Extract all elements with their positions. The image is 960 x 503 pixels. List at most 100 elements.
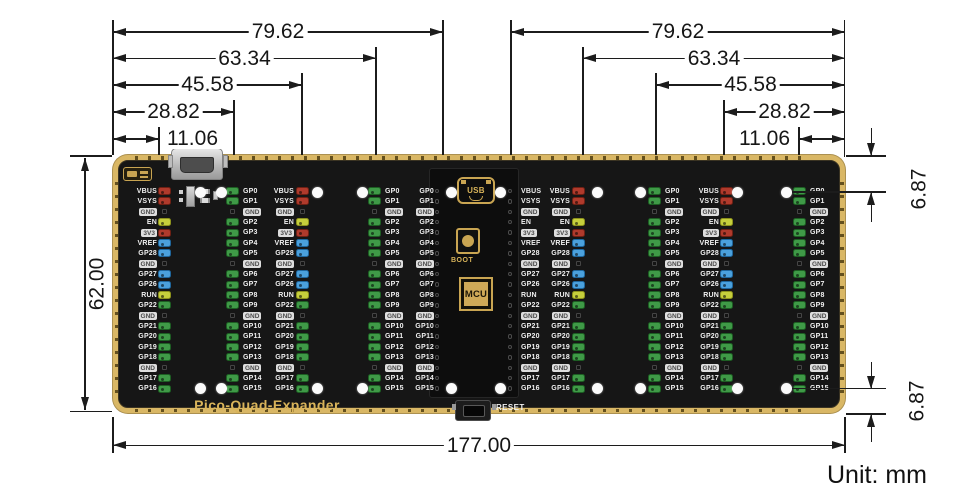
pin-label-GP19: GP19 bbox=[275, 343, 294, 351]
dimension-arrow bbox=[113, 134, 126, 143]
dimension-label: 79.62 bbox=[648, 21, 708, 42]
pin-label-GP20: GP20 bbox=[138, 333, 157, 341]
dimension-line bbox=[158, 127, 160, 155]
pin-label-GP7: GP7 bbox=[243, 281, 258, 289]
socket-hole bbox=[507, 209, 513, 214]
pin-GP12 bbox=[648, 343, 661, 351]
pin-GP20 bbox=[720, 332, 733, 341]
pin-label-GP15: GP15 bbox=[243, 385, 262, 393]
socket-hole bbox=[507, 313, 513, 318]
pin-RUN bbox=[572, 291, 585, 299]
dimension-label: 11.06 bbox=[736, 128, 793, 149]
pin-GP9 bbox=[648, 301, 661, 310]
pin-label-3V3: 3V3 bbox=[521, 228, 537, 238]
pin-GND bbox=[372, 313, 377, 319]
pin-label-VSYS: VSYS bbox=[521, 197, 541, 205]
pin-GP12 bbox=[226, 343, 239, 351]
pin-GP10 bbox=[648, 322, 661, 331]
pin-label-GP21: GP21 bbox=[138, 322, 157, 330]
pin-label-GP9: GP9 bbox=[419, 301, 434, 309]
pin-GP20 bbox=[572, 332, 585, 341]
usb-footprint: USB bbox=[457, 177, 495, 204]
pin-GP3 bbox=[648, 228, 661, 237]
pin-GP7 bbox=[793, 280, 806, 289]
pin-GP10 bbox=[793, 322, 806, 331]
pin-label-GND: GND bbox=[521, 363, 540, 373]
pin-GP3 bbox=[793, 228, 806, 237]
pin-label-GP18: GP18 bbox=[275, 353, 294, 361]
pin-GP13 bbox=[793, 353, 806, 362]
dimension-arrow bbox=[80, 158, 89, 171]
pin-label-GP4: GP4 bbox=[665, 239, 680, 247]
micro-usb-connector bbox=[168, 148, 228, 180]
pin-label-GND: GND bbox=[665, 259, 684, 269]
pin-label-EN: EN bbox=[283, 218, 294, 226]
dimension-line bbox=[375, 46, 377, 155]
pin-GP21 bbox=[296, 322, 309, 331]
pin-GND bbox=[230, 365, 235, 371]
pin-label-GP11: GP11 bbox=[665, 333, 684, 341]
pin-label-VBUS: VBUS bbox=[273, 187, 294, 195]
pin-label-GP27: GP27 bbox=[521, 270, 540, 278]
pin-label-3V3: 3V3 bbox=[141, 228, 157, 238]
pin-GND bbox=[724, 365, 729, 371]
pin-GND bbox=[300, 209, 305, 215]
pin-label-GND: GND bbox=[385, 259, 404, 269]
dimension-arrow bbox=[832, 54, 845, 62]
dimension-label: 28.82 bbox=[144, 101, 203, 122]
socket-hole bbox=[434, 230, 440, 235]
pin-GP14 bbox=[368, 374, 381, 383]
pin-GP19 bbox=[158, 343, 171, 351]
pin-label-GP20: GP20 bbox=[521, 333, 540, 341]
pin-label-GND: GND bbox=[700, 311, 719, 321]
pin-label-GP8: GP8 bbox=[810, 291, 825, 299]
pin-GND bbox=[652, 365, 657, 371]
pin-GP28 bbox=[572, 249, 585, 258]
dimension-line bbox=[113, 138, 159, 140]
pin-label-VSYS: VSYS bbox=[137, 197, 157, 205]
pin-label-VBUS: VBUS bbox=[521, 187, 542, 195]
dimension-arrow bbox=[430, 27, 443, 36]
pin-label-GND: GND bbox=[521, 311, 540, 321]
pin-label-GND: GND bbox=[275, 207, 294, 217]
dimension-arrow bbox=[113, 27, 126, 36]
pin-label-GP1: GP1 bbox=[810, 197, 825, 205]
pin-GP18 bbox=[158, 353, 171, 362]
pin-GP5 bbox=[226, 249, 239, 258]
mounting-hole bbox=[194, 383, 206, 394]
socket-hole bbox=[434, 313, 440, 318]
pin-label-GP19: GP19 bbox=[700, 343, 719, 351]
dimension-arrow bbox=[832, 27, 845, 36]
pin-GP22 bbox=[158, 301, 171, 310]
pin-label-RUN: RUN bbox=[554, 291, 570, 299]
pin-label-GND: GND bbox=[275, 363, 294, 373]
dimension-arrow bbox=[80, 397, 89, 410]
pin-label-GP28: GP28 bbox=[138, 249, 157, 257]
dimension-arrow bbox=[289, 80, 302, 89]
pin-label-GP19: GP19 bbox=[138, 343, 157, 351]
pin-label-GP27: GP27 bbox=[275, 270, 294, 278]
pin-label-GP2: GP2 bbox=[385, 218, 400, 226]
pin-label-GP6: GP6 bbox=[243, 270, 258, 278]
socket-hole bbox=[507, 271, 513, 277]
socket-hole bbox=[434, 365, 440, 370]
pin-label-GND: GND bbox=[551, 311, 570, 321]
pin-GND bbox=[576, 261, 581, 267]
pin-label-GP14: GP14 bbox=[810, 374, 829, 382]
pin-label-GP0: GP0 bbox=[810, 187, 825, 196]
pin-label-GP12: GP12 bbox=[243, 343, 262, 351]
dimension-arrow bbox=[656, 80, 669, 89]
socket-hole bbox=[507, 323, 513, 329]
pin-GP17 bbox=[296, 374, 309, 383]
pin-label-GP21: GP21 bbox=[700, 322, 719, 330]
pin-label-GP10: GP10 bbox=[810, 322, 829, 330]
pin-GND bbox=[724, 313, 729, 319]
pin-GP7 bbox=[648, 280, 661, 289]
pin-GP2 bbox=[793, 218, 806, 227]
pin-GP26 bbox=[720, 280, 733, 289]
pin-label-GP3: GP3 bbox=[810, 229, 825, 237]
dimension-line bbox=[112, 417, 114, 453]
dimension-line bbox=[799, 138, 845, 140]
castellation-right bbox=[840, 175, 844, 393]
socket-hole bbox=[507, 365, 513, 370]
